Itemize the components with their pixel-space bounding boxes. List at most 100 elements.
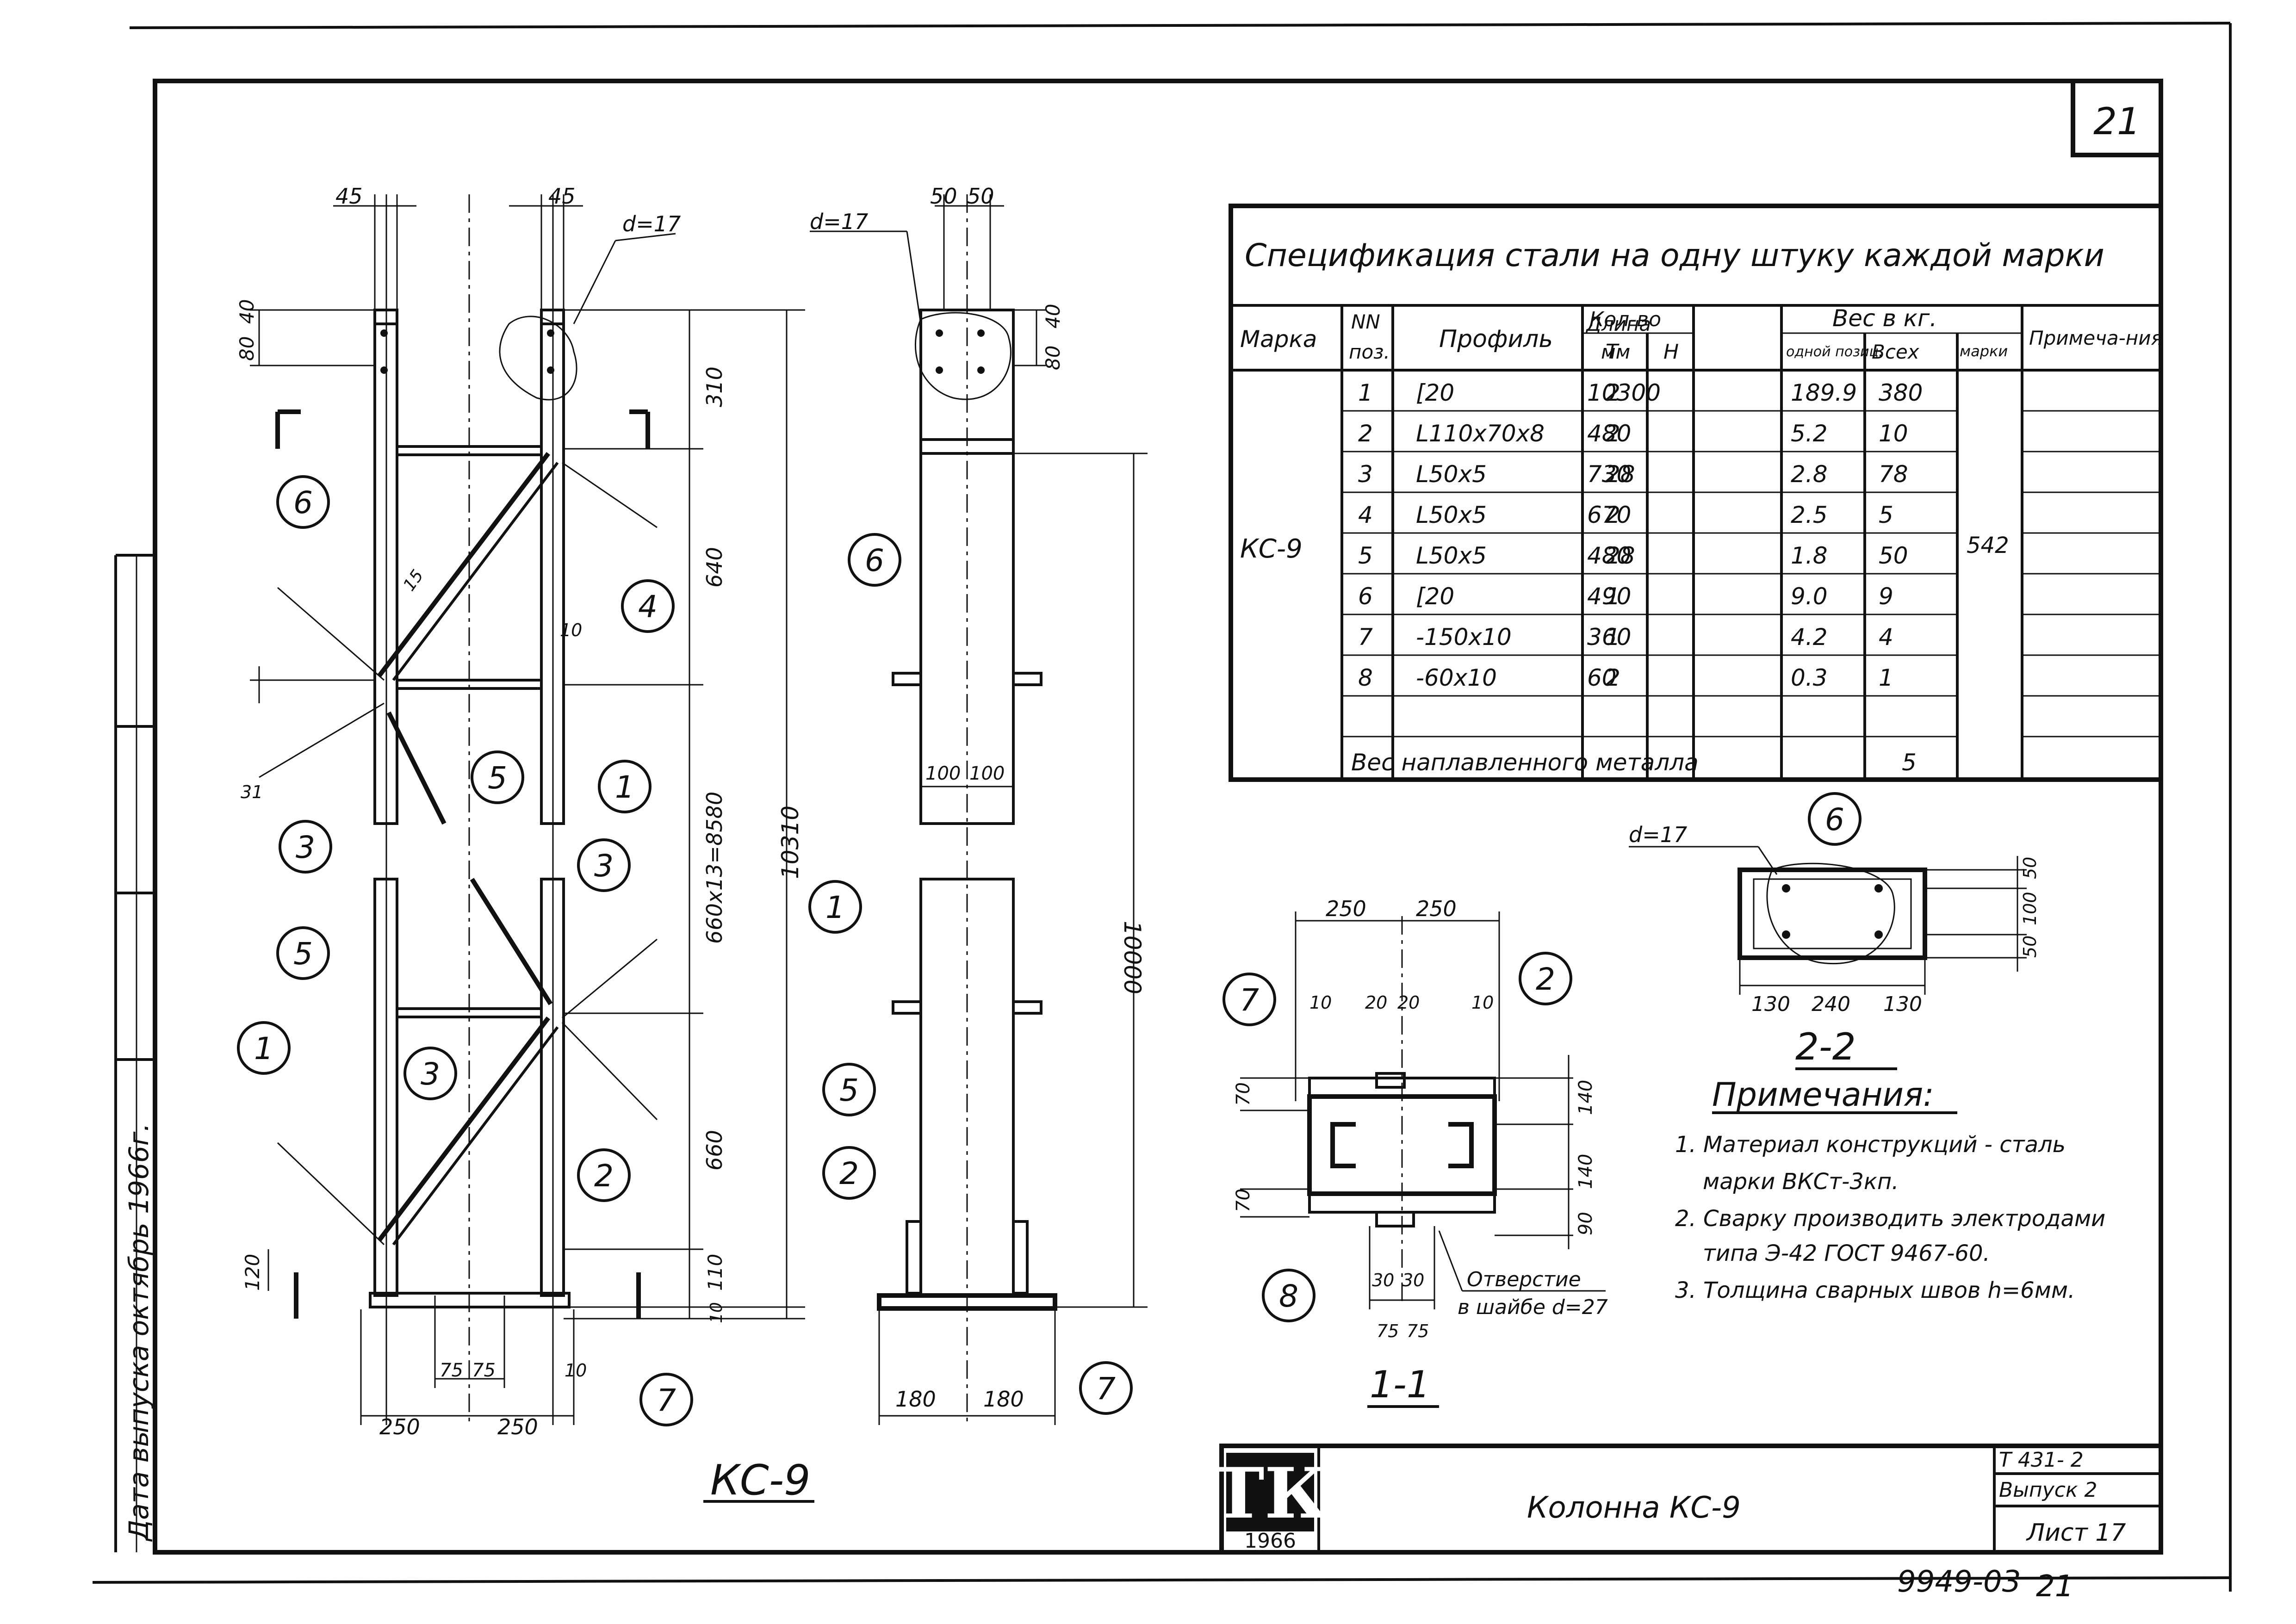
hdr-qty-visible: Кол-во [1589,308,1661,331]
note-2-line1: 2. Сварку производить электродами [1675,1206,2105,1232]
spec-title: Спецификация стали на одну штуку каждой … [1245,237,2104,274]
spec-cell-length: 10300 [1587,379,1661,406]
dim-75-right: 75 [472,1360,496,1381]
sec11-dim-70-top: 70 [1233,1082,1254,1106]
archive-page: 21 [2036,1569,2073,1604]
callout-number: 2 [1536,961,1555,997]
sec22-hole-diameter: d=17 [1629,822,1687,847]
main-view-caption: КС-9 [710,1456,810,1505]
release-date-label: Дата выпуска октябрь 1966г. [123,1123,155,1542]
spec-cell-one: 189.9 [1791,379,1857,406]
callout-circle [822,1063,876,1116]
spec-row-lines [1342,410,2161,738]
sec22-dim-130-left: 130 [1751,992,1790,1016]
callout-number: 5 [293,936,313,972]
dim-110: 110 [704,1254,726,1291]
dim-40: 40 [236,299,258,324]
side-elevation-labels: d=17 50 50 80 40 10000 100 100 180 180 [810,184,1146,1412]
spec-cell-qty: 2 [1606,420,1620,447]
spec-cell-length: 60 [1587,664,1617,691]
weld-metal-label: Вес наплавленного металла [1351,749,1699,776]
spec-cell-pos: 4 [1358,502,1373,528]
dim-45-left: 45 [335,184,363,209]
spec-cell-qty: 1 [1606,583,1620,610]
sec11-dim-10-right: 10 [1471,992,1494,1013]
callout-number: 2 [839,1156,859,1191]
hdr-weight: Вес в кг. [1832,305,1937,332]
spec-cell-pos: 6 [1358,583,1373,610]
spec-mark-weight: 542 [1967,533,2009,558]
dim-45-right: 45 [548,184,576,209]
hdr-pos-top: NN [1351,310,1380,333]
sec22-dim-100: 100 [2020,892,2040,925]
spec-cell-all: 380 [1879,379,1923,406]
spec-cell-qty: 2 [1606,664,1620,691]
spec-cell-one: 2.8 [1791,461,1828,488]
spec-cell-profile: -150x10 [1416,624,1512,651]
section-2-2-labels: d=17 130 240 130 50 100 50 2-2 [1629,822,2040,1068]
side-dim-40: 40 [1042,304,1064,329]
callout-number: 2 [594,1158,614,1194]
hdr-mark: Марка [1240,326,1317,353]
spec-cell-one: 9.0 [1791,583,1828,610]
callout-number: 1 [254,1031,273,1066]
spec-cell-one: 5.2 [1791,420,1828,447]
callout-number: 8 [1279,1278,1298,1314]
callout-circle [848,533,901,587]
section-1-1-labels: 250 250 10 20 20 10 70 70 140 140 90 30 … [1233,896,1608,1406]
sec22-dim-130-right: 130 [1883,992,1922,1016]
spec-cell-all: 5 [1879,502,1893,528]
sheet-corner-number: 21 [2093,100,2141,143]
callout-circle [1519,952,1572,1005]
callout-number: 5 [839,1072,859,1108]
spec-cell-profile: L50x5 [1416,542,1487,569]
callout-number: 5 [488,760,507,796]
callout-circle [577,1148,631,1202]
binding-strip [114,554,155,1552]
sec11-dim-10-left: 10 [1309,992,1332,1013]
sec11-dim-30-left: 30 [1372,1270,1394,1290]
sec11-dim-20-right: 20 [1397,992,1420,1013]
spec-cell-profile: [20 [1416,583,1454,610]
archive-code: 9949-03 [1897,1565,2021,1599]
main-elevation-labels: 45 45 d=17 80 40 310 640 660x13=8580 660… [236,184,814,1505]
spec-cell-all: 50 [1879,542,1908,569]
spec-cell-pos: 5 [1358,542,1373,569]
sec11-dim-20-left: 20 [1365,992,1387,1013]
spec-cell-all: 1 [1879,664,1893,691]
spec-cell-length: 480 [1587,542,1631,569]
callout-number: 7 [1096,1371,1116,1407]
callout-number: 6 [865,543,884,578]
callout-circle [276,475,330,529]
spec-cell-profile: -60x10 [1416,664,1497,691]
hdr-qty-n: Н [1663,340,1679,364]
sec22-dim-240: 240 [1812,992,1850,1016]
dim-100-right: 100 [969,763,1005,784]
hdr-qty-t: Т [1606,340,1620,364]
callout-number: 7 [657,1382,676,1418]
dim-50-left: 50 [930,184,957,209]
spec-cell-profile: L50x5 [1416,461,1487,488]
callout-circle [577,838,631,892]
spec-cell-all: 10 [1879,420,1908,447]
callout-number: 3 [594,848,614,884]
sheet-number: Лист 17 [2026,1519,2126,1547]
dim-660: 660 [702,1130,727,1171]
dim-660x13: 660x13=8580 [702,792,727,944]
hdr-weight-mark: марки [1960,342,2008,360]
sec11-dim-140-top: 140 [1575,1080,1596,1115]
hole-note-line1: Отверстие [1467,1268,1581,1291]
callout-number: 7 [1240,982,1259,1018]
callout-circle [403,1047,457,1100]
callout-number: 3 [296,830,315,865]
note-2-line2: типа Э-42 ГОСТ 9467-60. [1703,1240,1990,1266]
spec-cell-pos: 3 [1358,461,1373,488]
spec-cell-all: 78 [1879,461,1908,488]
notes: Примечания: 1. Материал конструкций - ст… [1675,1076,2105,1303]
tk-logo-year: 1966 [1244,1529,1296,1553]
note-3: 3. Толщина сварных швов h=6мм. [1675,1277,2075,1303]
callout-circle [822,1146,876,1200]
spec-cell-length: 490 [1587,583,1631,610]
callout-circle [279,820,332,874]
